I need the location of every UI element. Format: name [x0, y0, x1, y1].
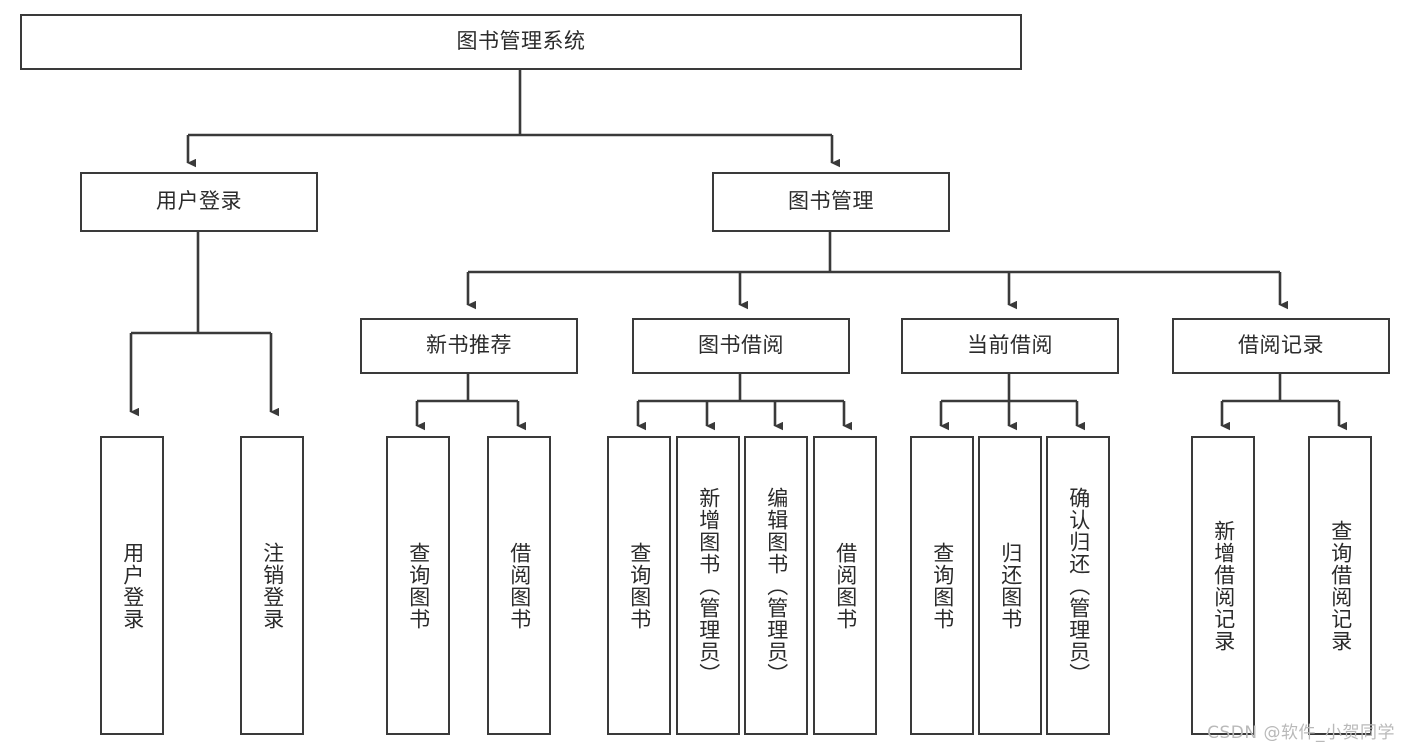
leaf-user-login-signin-label: 用户登录 — [120, 541, 145, 630]
leaf-book-borrow-edit[interactable]: 编辑图书（管理员） — [744, 436, 808, 735]
leaf-current-borrow-query[interactable]: 查询图书 — [910, 436, 974, 735]
node-book-borrow-label: 图书借阅 — [698, 333, 784, 358]
leaf-borrow-record-add-label: 新增借阅记录 — [1211, 519, 1236, 652]
leaf-user-login-signin[interactable]: 用户登录 — [100, 436, 164, 735]
leaf-current-borrow-return-label: 归还图书 — [998, 541, 1023, 630]
node-book-manage-label: 图书管理 — [788, 189, 874, 214]
node-user-login-label: 用户登录 — [156, 189, 242, 214]
leaf-book-borrow-query-label: 查询图书 — [627, 541, 652, 630]
leaf-current-borrow-query-label: 查询图书 — [930, 541, 955, 630]
node-current-borrow[interactable]: 当前借阅 — [901, 318, 1119, 374]
node-root-system[interactable]: 图书管理系统 — [20, 14, 1022, 70]
leaf-user-login-signout-label: 注销登录 — [260, 541, 285, 630]
leaf-book-borrow-add[interactable]: 新增图书（管理员） — [676, 436, 740, 735]
node-book-manage[interactable]: 图书管理 — [712, 172, 950, 232]
leaf-new-book-borrow[interactable]: 借阅图书 — [487, 436, 551, 735]
leaf-current-borrow-confirm[interactable]: 确认归还（管理员） — [1046, 436, 1110, 735]
leaf-current-borrow-confirm-label: 确认归还（管理员） — [1066, 486, 1091, 685]
leaf-new-book-query-label: 查询图书 — [406, 541, 431, 630]
leaf-current-borrow-return[interactable]: 归还图书 — [978, 436, 1042, 735]
node-current-borrow-label: 当前借阅 — [967, 333, 1053, 358]
node-root-system-label: 图书管理系统 — [456, 29, 586, 54]
node-new-book-recommend[interactable]: 新书推荐 — [360, 318, 578, 374]
leaf-book-borrow-add-label: 新增图书（管理员） — [696, 486, 721, 685]
leaf-user-login-signout[interactable]: 注销登录 — [240, 436, 304, 735]
leaf-new-book-borrow-label: 借阅图书 — [507, 541, 532, 630]
node-borrow-record[interactable]: 借阅记录 — [1172, 318, 1390, 374]
leaf-book-borrow-query[interactable]: 查询图书 — [607, 436, 671, 735]
leaf-borrow-record-add[interactable]: 新增借阅记录 — [1191, 436, 1255, 735]
leaf-book-borrow-edit-label: 编辑图书（管理员） — [764, 486, 789, 685]
leaf-book-borrow-borrow[interactable]: 借阅图书 — [813, 436, 877, 735]
node-new-book-recommend-label: 新书推荐 — [426, 333, 512, 358]
node-book-borrow[interactable]: 图书借阅 — [632, 318, 850, 374]
node-user-login[interactable]: 用户登录 — [80, 172, 318, 232]
leaf-borrow-record-query[interactable]: 查询借阅记录 — [1308, 436, 1372, 735]
leaf-borrow-record-query-label: 查询借阅记录 — [1328, 519, 1353, 652]
leaf-book-borrow-borrow-label: 借阅图书 — [833, 541, 858, 630]
leaf-new-book-query[interactable]: 查询图书 — [386, 436, 450, 735]
node-borrow-record-label: 借阅记录 — [1238, 333, 1324, 358]
